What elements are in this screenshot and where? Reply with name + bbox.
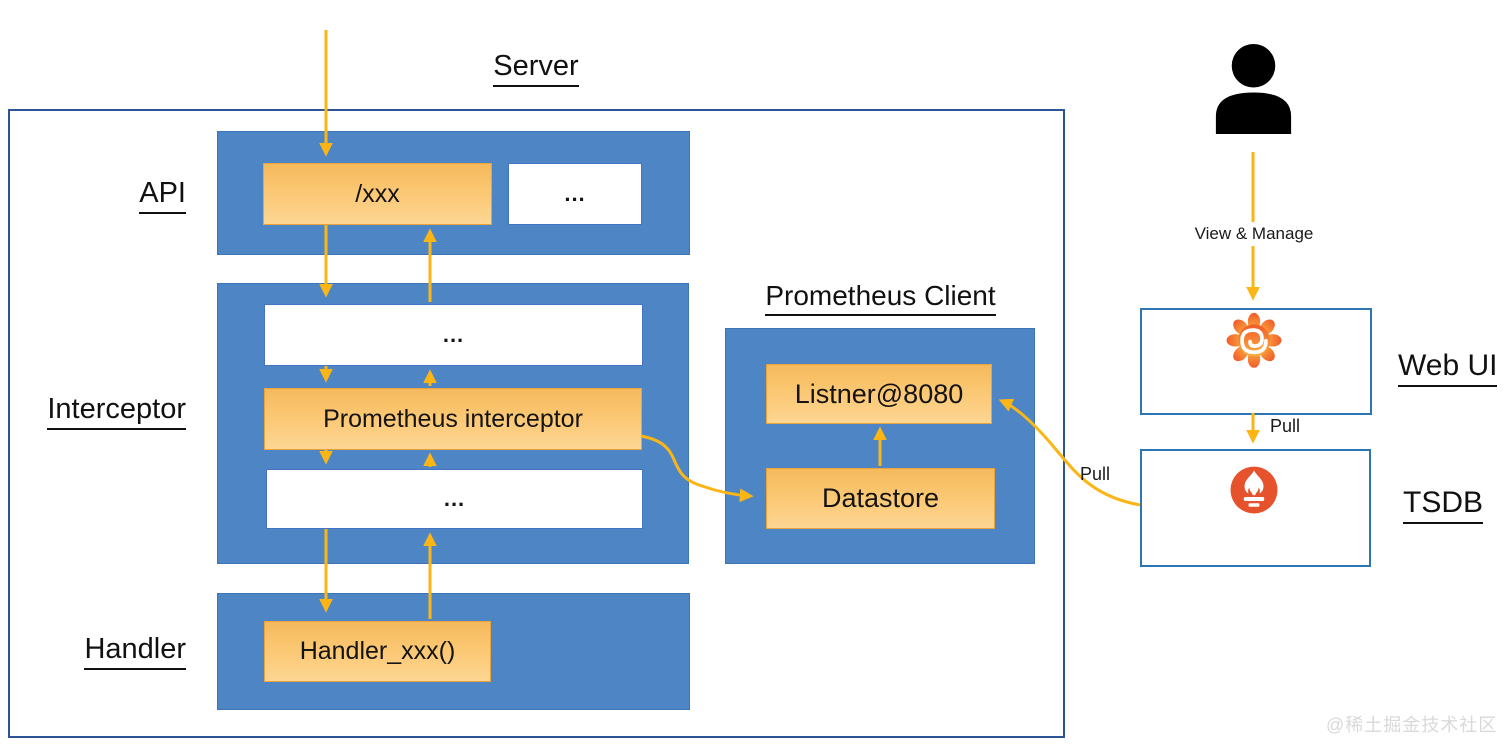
watermark: @稀土掘金技术社区 — [1326, 715, 1498, 735]
api-route-node: /xxx — [263, 163, 492, 225]
prometheus-client-title: Prometheus Client — [725, 280, 1036, 316]
interceptor-top-node: ... — [264, 304, 643, 366]
handler-node: Handler_xxx() — [264, 621, 491, 682]
handler-label: Handler — [30, 633, 186, 670]
grafana-logo-icon — [1225, 312, 1283, 379]
web-ui-label: Web UI — [1398, 349, 1498, 387]
interceptor-label: Interceptor — [30, 393, 186, 430]
pull-scrape-label: Pull — [1080, 464, 1111, 484]
datastore-node: Datastore — [766, 468, 995, 529]
listener-node: Listner@8080 — [766, 364, 992, 424]
prometheus-interceptor-node: Prometheus interceptor — [264, 388, 642, 450]
server-title: Server — [436, 50, 636, 87]
view-manage-label: View & Manage — [1186, 222, 1322, 246]
api-label: API — [30, 177, 186, 214]
user-icon — [1206, 43, 1301, 143]
pull-grafana-label: Pull — [1270, 416, 1301, 436]
api-more-node: ... — [508, 163, 642, 225]
interceptor-bottom-node: ... — [266, 469, 643, 529]
tsdb-label: TSDB — [1403, 486, 1484, 524]
prometheus-logo-icon — [1229, 465, 1279, 520]
server-title-text: Server — [493, 50, 579, 87]
